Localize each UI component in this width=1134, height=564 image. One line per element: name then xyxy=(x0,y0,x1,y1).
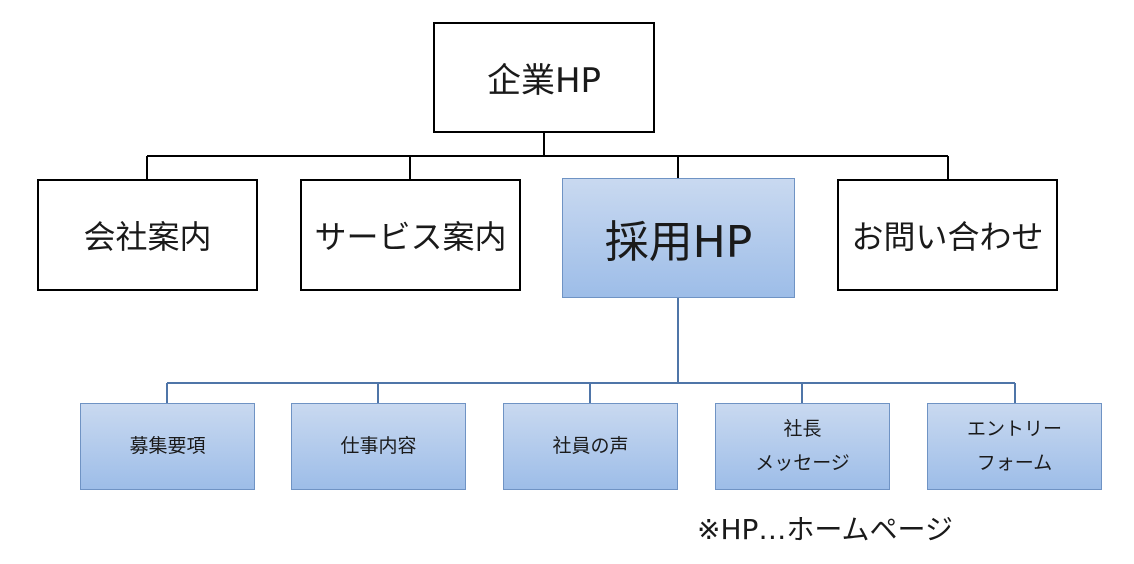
node-contact: お問い合わせ xyxy=(837,179,1058,291)
node-entry-form-label-line1: エントリー xyxy=(966,418,1062,441)
node-contact-label: お問い合わせ xyxy=(851,218,1044,256)
node-corporate-hp-label: 企業HP xyxy=(486,61,602,101)
node-entry-form: エントリー フォーム xyxy=(927,403,1102,490)
node-staff-voice: 社員の声 xyxy=(503,403,678,490)
node-company-info: 会社案内 xyxy=(37,179,258,291)
node-ceo-message-label-line1: 社長 xyxy=(783,418,822,441)
node-entry-form-label-line2: フォーム xyxy=(976,451,1053,474)
node-service-info: サービス案内 xyxy=(300,179,521,291)
node-job-content: 仕事内容 xyxy=(291,403,466,490)
node-recruit-hp-label: 採用HP xyxy=(604,217,753,268)
node-job-posting: 募集要項 xyxy=(80,403,255,490)
node-ceo-message: 社長 メッセージ xyxy=(715,403,890,490)
node-service-info-label: サービス案内 xyxy=(314,218,507,256)
node-corporate-hp: 企業HP xyxy=(433,22,655,133)
node-company-info-label: 会社案内 xyxy=(83,218,212,256)
footnote: ※HP…ホームページ xyxy=(697,513,954,546)
node-recruit-hp: 採用HP xyxy=(562,178,795,298)
node-job-content-label: 仕事内容 xyxy=(340,434,417,457)
node-ceo-message-label-line2: メッセージ xyxy=(755,451,850,474)
node-job-posting-label: 募集要項 xyxy=(129,434,206,457)
node-staff-voice-label: 社員の声 xyxy=(552,434,629,457)
